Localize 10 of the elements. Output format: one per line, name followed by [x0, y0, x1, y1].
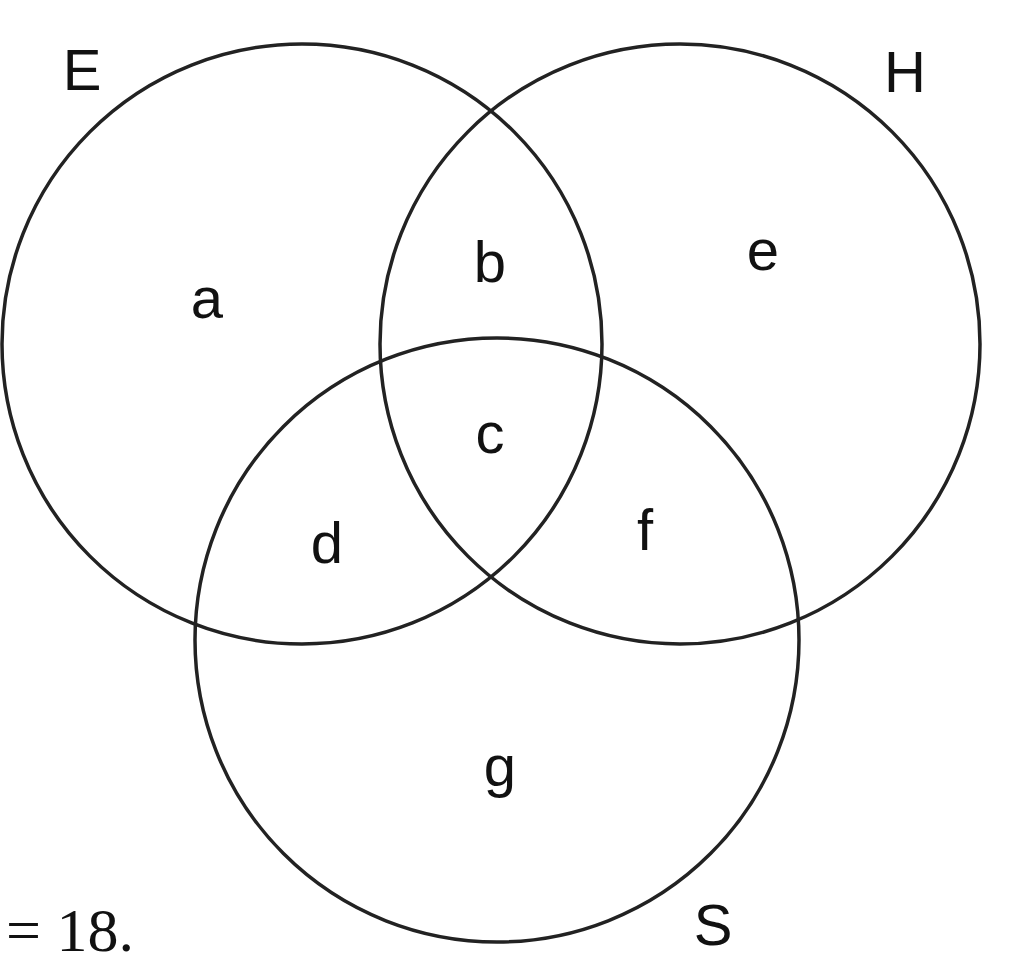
region-label: d: [310, 514, 344, 572]
region-label: f: [636, 501, 654, 559]
region-label: c: [475, 404, 505, 462]
region-label: e: [746, 221, 780, 279]
region-label: b: [473, 233, 507, 291]
set-label: S: [693, 896, 733, 954]
set-label: H: [884, 43, 926, 101]
set-label: E: [62, 41, 102, 99]
equation-text: = 18.: [6, 899, 134, 961]
region-label: a: [190, 269, 224, 327]
